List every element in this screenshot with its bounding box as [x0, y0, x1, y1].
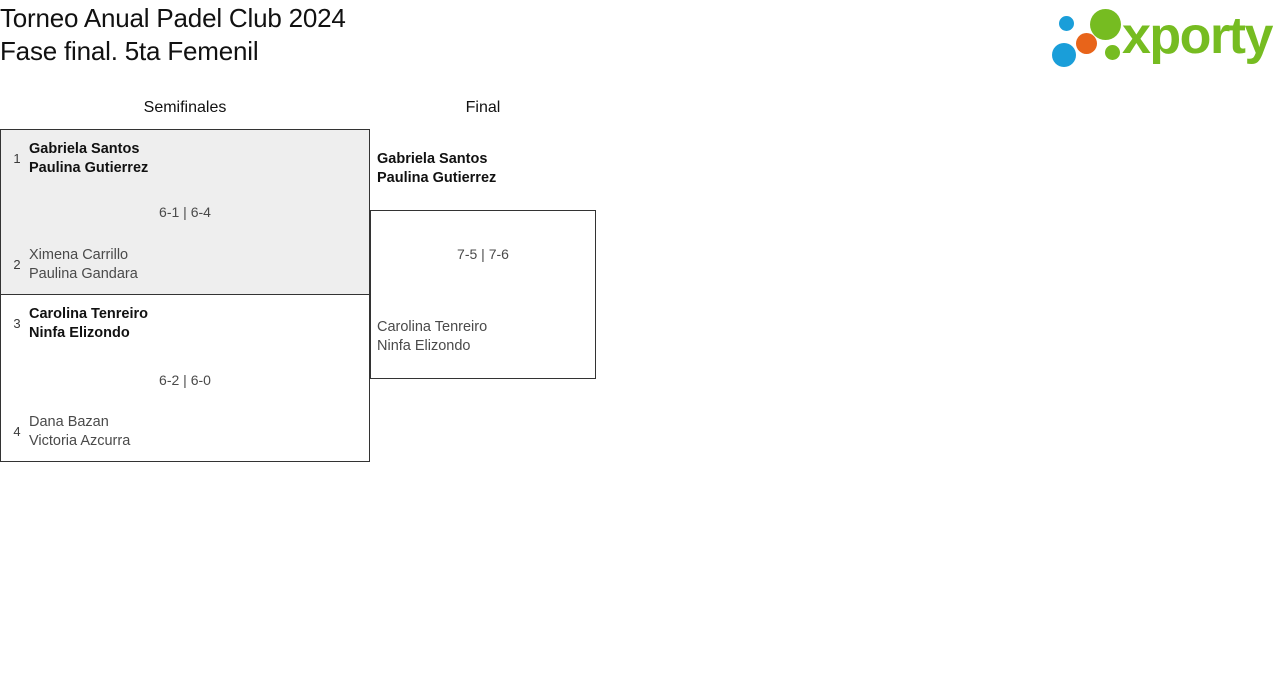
player-name: Gabriela Santos [377, 151, 488, 167]
player-name: Carolina Tenreiro [377, 319, 488, 335]
tournament-phase: Fase final. 5ta Femenil [0, 36, 259, 66]
player-name: Ximena Carrillo [29, 247, 129, 263]
player-name: Dana Bazan [29, 414, 109, 430]
team-names: Dana Bazan Victoria Azcurra [27, 413, 347, 451]
team-names: Gabriela Santos Paulina Gutierrez [27, 140, 347, 178]
match-score: 6-2 | 6-0 [159, 372, 211, 388]
green-small-dot-icon [1105, 45, 1120, 60]
page-title: Torneo Anual Padel Club 2024 Fase final.… [0, 2, 900, 68]
seed-number: 4 [13, 424, 21, 439]
logo-dots-icon [1050, 9, 1124, 67]
orange-dot-icon [1076, 33, 1097, 54]
player-name: Carolina Tenreiro [29, 306, 148, 322]
seed-number: 3 [13, 316, 21, 331]
player-name: Victoria Azcurra [29, 433, 131, 449]
player-name: Paulina Gutierrez [377, 170, 497, 186]
team-names: Carolina Tenreiro Ninfa Elizondo [27, 305, 347, 343]
team-row[interactable]: Gabriela Santos Paulina Gutierrez [377, 150, 592, 188]
player-name: Ninfa Elizondo [29, 325, 130, 341]
page-header: Torneo Anual Padel Club 2024 Fase final.… [0, 0, 1280, 90]
seed-number: 2 [13, 257, 21, 272]
player-name: Ninfa Elizondo [377, 338, 471, 354]
team-row[interactable]: 2 Ximena Carrillo Paulina Gandara [7, 246, 347, 284]
match-score: 7-5 | 7-6 [457, 246, 509, 262]
player-name: Paulina Gandara [29, 266, 138, 282]
tournament-name: Torneo Anual Padel Club 2024 [0, 3, 346, 33]
seed-number: 1 [13, 151, 21, 166]
round-header-final: Final [465, 99, 501, 116]
match-semifinal-1[interactable]: 1 Gabriela Santos Paulina Gutierrez 2 Xi… [0, 129, 370, 295]
team-names: Ximena Carrillo Paulina Gandara [27, 246, 347, 284]
player-name: Gabriela Santos [29, 141, 140, 157]
team-row[interactable]: 4 Dana Bazan Victoria Azcurra [7, 413, 347, 451]
match-semifinal-2[interactable]: 3 Carolina Tenreiro Ninfa Elizondo 4 Dan… [0, 294, 370, 462]
blue-large-dot-icon [1052, 43, 1076, 67]
player-name: Paulina Gutierrez [29, 160, 149, 176]
team-row[interactable]: Carolina Tenreiro Ninfa Elizondo [377, 318, 592, 356]
xporty-logo[interactable]: xporty [1046, 7, 1274, 67]
match-final[interactable] [370, 210, 596, 379]
green-large-dot-icon [1090, 9, 1121, 40]
team-row[interactable]: 1 Gabriela Santos Paulina Gutierrez [7, 140, 347, 178]
blue-small-dot-icon [1059, 16, 1074, 31]
match-score: 6-1 | 6-4 [159, 204, 211, 220]
team-row[interactable]: 3 Carolina Tenreiro Ninfa Elizondo [7, 305, 347, 343]
logo-wordmark: xporty [1122, 7, 1273, 65]
round-header-semifinals: Semifinales [143, 99, 227, 116]
